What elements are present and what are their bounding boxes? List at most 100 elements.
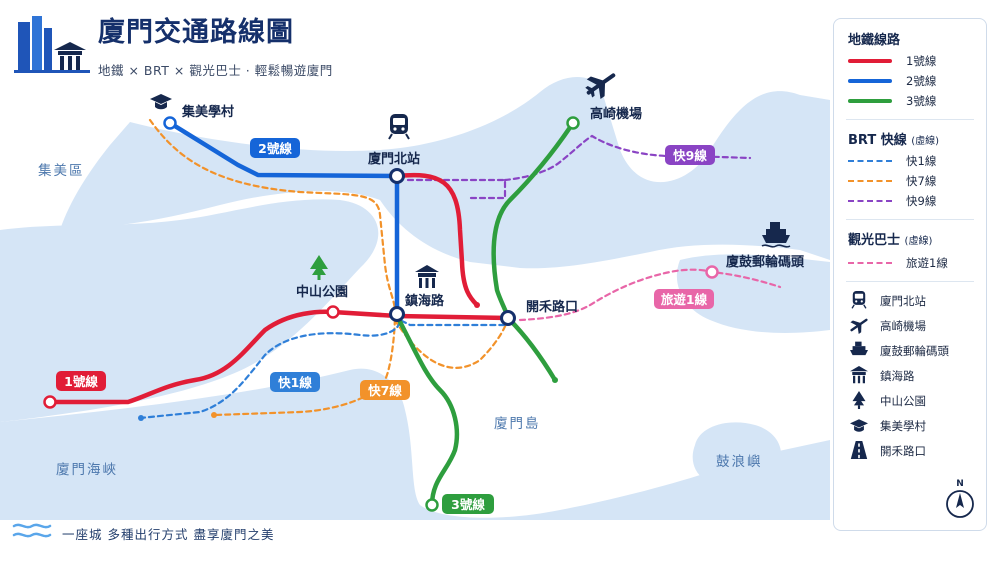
badge-line1-bg <box>56 371 106 391</box>
region-xiamen-strait: 廈門海峽 <box>56 461 118 478</box>
tour-1-route[interactable] <box>518 268 782 322</box>
label-gaoqi-airport: 高崎機場 <box>590 106 642 122</box>
badge-brt1: 快1線 <box>278 375 312 390</box>
station-zhenhai-road[interactable] <box>389 306 405 322</box>
station-labels: 集美學村 廈門北站 高崎機場 中山公園 鎮海路 開禾路口 廈鼓郵輪碼頭 <box>181 104 805 315</box>
water-south <box>0 368 830 520</box>
station-kaihe-road[interactable] <box>500 310 516 326</box>
airplane-icon <box>850 318 868 334</box>
legend-line2-swatch <box>848 79 892 83</box>
legend-place-label: 中山公園 <box>880 394 926 408</box>
legend-place-train[interactable]: 廈門北站 <box>848 291 978 309</box>
tree-icon <box>310 255 328 280</box>
train-icon <box>851 291 867 309</box>
badge-brt7: 快7線 <box>368 383 402 398</box>
legend-place-zhenhai[interactable]: 鎮海路 <box>848 366 978 384</box>
station-brt1-end[interactable] <box>138 415 144 421</box>
legend-metro-line3[interactable]: 3號線 <box>848 91 978 109</box>
station-gaoqi-airport[interactable] <box>566 116 580 130</box>
wave-icon <box>12 523 52 538</box>
badge-line3-bg <box>442 494 494 514</box>
badge-line2-bg <box>250 138 300 158</box>
label-zhenhai-road: 鎮海路 <box>405 293 445 309</box>
brt-9-route[interactable] <box>406 134 752 200</box>
legend-line1-label: 1號線 <box>906 54 937 68</box>
city-skyline-logo <box>14 16 90 73</box>
compass-north-label: N <box>956 479 964 489</box>
pavilion-icon <box>415 265 439 288</box>
compass-icon: N <box>946 479 974 518</box>
metro-line-1[interactable] <box>47 172 511 405</box>
ship-icon <box>850 341 868 356</box>
badge-tour1: 旅遊1線 <box>660 292 708 307</box>
label-kaihe-road: 開禾路口 <box>526 299 578 315</box>
legend-brt7-label: 快7線 <box>906 174 937 188</box>
legend-brt-9[interactable]: 快9線 <box>848 191 978 209</box>
legend-place-airport[interactable]: 高崎機場 <box>848 316 978 334</box>
pavilion-icon <box>850 366 868 384</box>
label-xiamen-north: 廈門北站 <box>368 151 420 167</box>
metro-line-2[interactable] <box>167 120 400 317</box>
brt-1-route[interactable] <box>138 318 510 420</box>
station-xiamen-north[interactable] <box>389 168 405 184</box>
station-line3-terminus[interactable] <box>425 498 439 512</box>
station-brt7-end[interactable] <box>211 412 217 418</box>
station-markers <box>43 116 719 512</box>
badge-brt7-bg <box>360 380 410 400</box>
line-badges: 2號線 1號線 3號線 快1線 快7線 快9線 旅遊1線 <box>56 138 715 514</box>
badge-brt1-bg <box>270 372 320 392</box>
water-southwest <box>0 199 379 422</box>
station-line1-terminus[interactable] <box>43 395 57 409</box>
legend-metro-line2[interactable]: 2號線 <box>848 71 978 89</box>
legend-place-pier[interactable]: 廈鼓郵輪碼頭 <box>848 341 978 359</box>
legend-divider <box>846 219 974 220</box>
legend-place-label: 廈鼓郵輪碼頭 <box>880 344 949 358</box>
badge-brt9: 快9線 <box>673 148 707 163</box>
legend-line2-label: 2號線 <box>906 74 937 88</box>
legend-tour-1[interactable]: 旅遊1線 <box>848 253 978 271</box>
legend-tour-title: 觀光巴士 (虛線) <box>848 229 932 248</box>
station-zhongshan-park[interactable] <box>326 305 340 319</box>
region-labels: 集美區 廈門海峽 廈門島 鼓浪嶼 <box>38 163 763 478</box>
station-gulang-pier[interactable] <box>705 265 719 279</box>
legend-metro-line1[interactable]: 1號線 <box>848 51 978 69</box>
legend-brt1-swatch <box>848 160 892 162</box>
region-xiamen-island: 廈門島 <box>494 415 541 432</box>
legend-brt9-swatch <box>848 200 892 202</box>
metro-line-3[interactable] <box>394 120 576 508</box>
legend-place-park[interactable]: 中山公園 <box>848 391 978 409</box>
station-line1-branch-end[interactable] <box>474 302 480 308</box>
legend-divider <box>846 281 974 282</box>
legend-tour1-label: 旅遊1線 <box>906 256 948 270</box>
legend-metro-title: 地鐵線路 <box>848 33 901 48</box>
airplane-icon <box>585 73 616 99</box>
legend-brt1-label: 快1線 <box>906 154 937 168</box>
legend-brt7-swatch <box>848 180 892 182</box>
label-jimei-school: 集美學村 <box>181 104 234 120</box>
badge-brt9-bg <box>665 145 715 165</box>
legend-line1-swatch <box>848 59 892 63</box>
page-title: 廈門交通路線圖 <box>98 17 294 48</box>
badge-line3: 3號線 <box>451 497 485 512</box>
badge-line2: 2號線 <box>258 141 292 156</box>
road-icon <box>850 441 868 459</box>
legend-place-school[interactable]: 集美學村 <box>848 416 978 434</box>
badge-tour1-bg <box>654 289 714 309</box>
legend-brt-title-text: BRT 快線 <box>848 133 907 148</box>
legend-place-road[interactable]: 開禾路口 <box>848 441 978 459</box>
metro-lines <box>47 120 576 508</box>
graduation-cap-icon <box>150 94 172 110</box>
region-gulangyu: 鼓浪嶼 <box>716 454 763 470</box>
legend-line3-swatch <box>848 99 892 103</box>
gulangyu-island <box>692 422 782 488</box>
water-northwest <box>60 76 830 269</box>
legend-divider <box>846 119 974 120</box>
legend-brt-1[interactable]: 快1線 <box>848 151 978 169</box>
station-jimei-school[interactable] <box>163 116 177 130</box>
legend-brt-7[interactable]: 快7線 <box>848 171 978 189</box>
legend-place-label: 高崎機場 <box>880 319 926 333</box>
legend-tour-title-text: 觀光巴士 <box>848 233 901 248</box>
station-line3-branch-end[interactable] <box>552 377 558 383</box>
legend-place-label: 開禾路口 <box>880 444 926 458</box>
